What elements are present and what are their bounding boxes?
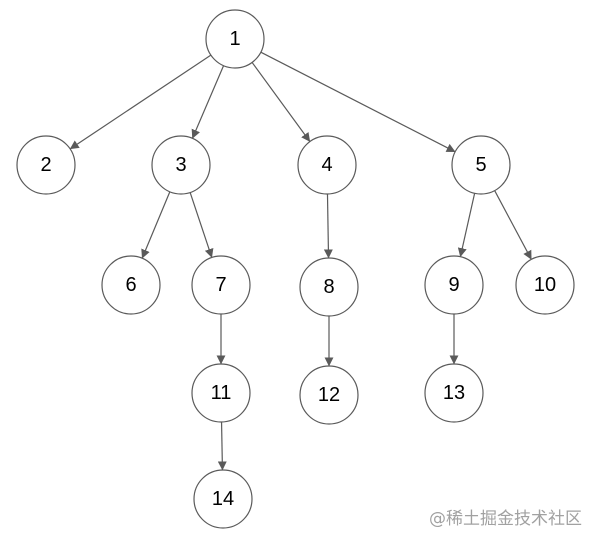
tree-node-13: 13 xyxy=(424,363,484,423)
tree-node-10: 10 xyxy=(515,255,575,315)
tree-node-9: 9 xyxy=(424,255,484,315)
node-circle-1 xyxy=(205,9,265,69)
node-label-9: 9 xyxy=(448,274,459,296)
edge-1-2 xyxy=(69,54,212,150)
node-label-10: 10 xyxy=(534,274,556,296)
node-circle-11 xyxy=(191,363,251,423)
node-label-7: 7 xyxy=(215,274,226,296)
edge-3-6 xyxy=(141,191,171,259)
node-label-3: 3 xyxy=(175,154,186,176)
edge-11-14 xyxy=(217,421,227,471)
edge-4-8 xyxy=(323,193,333,259)
node-circle-10 xyxy=(515,255,575,315)
node-circle-2 xyxy=(16,135,76,195)
edge-5-10 xyxy=(494,190,532,260)
node-label-1: 1 xyxy=(229,28,240,50)
node-circle-13 xyxy=(424,363,484,423)
node-circle-3 xyxy=(151,135,211,195)
node-label-12: 12 xyxy=(318,384,340,406)
node-label-8: 8 xyxy=(323,276,334,298)
tree-node-4: 4 xyxy=(297,135,357,195)
tree-node-12: 12 xyxy=(299,365,359,425)
node-circle-14 xyxy=(193,469,253,529)
tree-node-3: 3 xyxy=(151,135,211,195)
node-label-13: 13 xyxy=(443,382,465,404)
node-label-11: 11 xyxy=(211,382,232,404)
tree-node-2: 2 xyxy=(16,135,76,195)
node-circle-8 xyxy=(299,257,359,317)
node-circle-5 xyxy=(451,135,511,195)
edges-layer xyxy=(69,51,532,471)
node-label-2: 2 xyxy=(40,154,51,176)
edge-1-3 xyxy=(191,65,225,139)
watermark-text: @稀土掘金技术社区 xyxy=(429,509,582,529)
tree-node-8: 8 xyxy=(299,257,359,317)
edge-3-7 xyxy=(189,192,214,258)
edge-5-9 xyxy=(457,193,476,258)
tree-node-14: 14 xyxy=(193,469,253,529)
edge-1-4 xyxy=(251,62,311,142)
node-label-5: 5 xyxy=(475,154,486,176)
edge-1-5 xyxy=(260,51,456,153)
tree-node-11: 11 xyxy=(191,363,251,423)
tree-node-5: 5 xyxy=(451,135,511,195)
node-circle-4 xyxy=(297,135,357,195)
node-label-6: 6 xyxy=(125,274,136,296)
node-circle-6 xyxy=(101,255,161,315)
tree-node-7: 7 xyxy=(191,255,251,315)
node-circle-7 xyxy=(191,255,251,315)
tree-node-6: 6 xyxy=(101,255,161,315)
node-circle-12 xyxy=(299,365,359,425)
node-label-4: 4 xyxy=(321,154,332,176)
tree-node-1: 1 xyxy=(205,9,265,69)
node-circle-9 xyxy=(424,255,484,315)
node-label-14: 14 xyxy=(212,488,234,510)
